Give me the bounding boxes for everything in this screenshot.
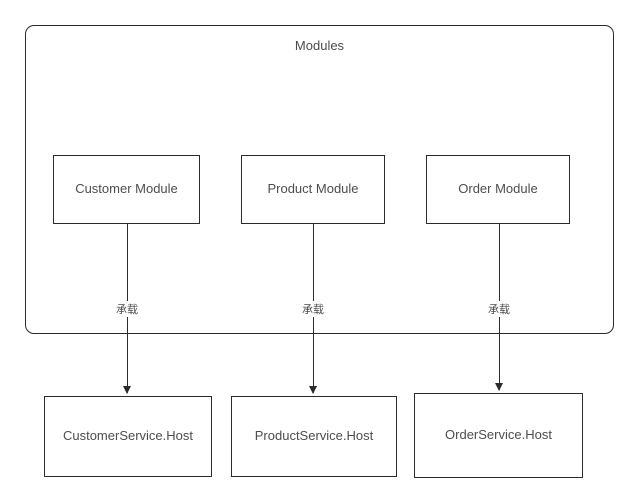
node-order-module[interactable]: Order Module (426, 155, 570, 224)
node-product-service-host-label: ProductService.Host (254, 428, 374, 444)
edge-label-order: 承载 (485, 301, 513, 317)
modules-group-title: Modules (294, 38, 345, 53)
node-product-service-host[interactable]: ProductService.Host (231, 396, 397, 477)
node-product-module-label: Product Module (267, 181, 359, 197)
node-product-module[interactable]: Product Module (241, 155, 385, 224)
node-customer-service-host-label: CustomerService.Host (62, 428, 194, 444)
node-customer-service-host[interactable]: CustomerService.Host (44, 396, 212, 477)
modules-group-container[interactable]: Modules (25, 25, 614, 334)
node-order-service-host-label: OrderService.Host (445, 427, 552, 443)
node-order-module-label: Order Module (458, 181, 538, 197)
edge-label-customer: 承载 (113, 301, 141, 317)
edge-label-product: 承载 (299, 301, 327, 317)
edge-arrowhead-order (495, 383, 503, 391)
node-customer-module[interactable]: Customer Module (53, 155, 200, 224)
edge-arrowhead-product (309, 386, 317, 394)
node-order-service-host[interactable]: OrderService.Host (414, 393, 583, 478)
node-customer-module-label: Customer Module (75, 181, 178, 197)
edge-arrowhead-customer (123, 386, 131, 394)
